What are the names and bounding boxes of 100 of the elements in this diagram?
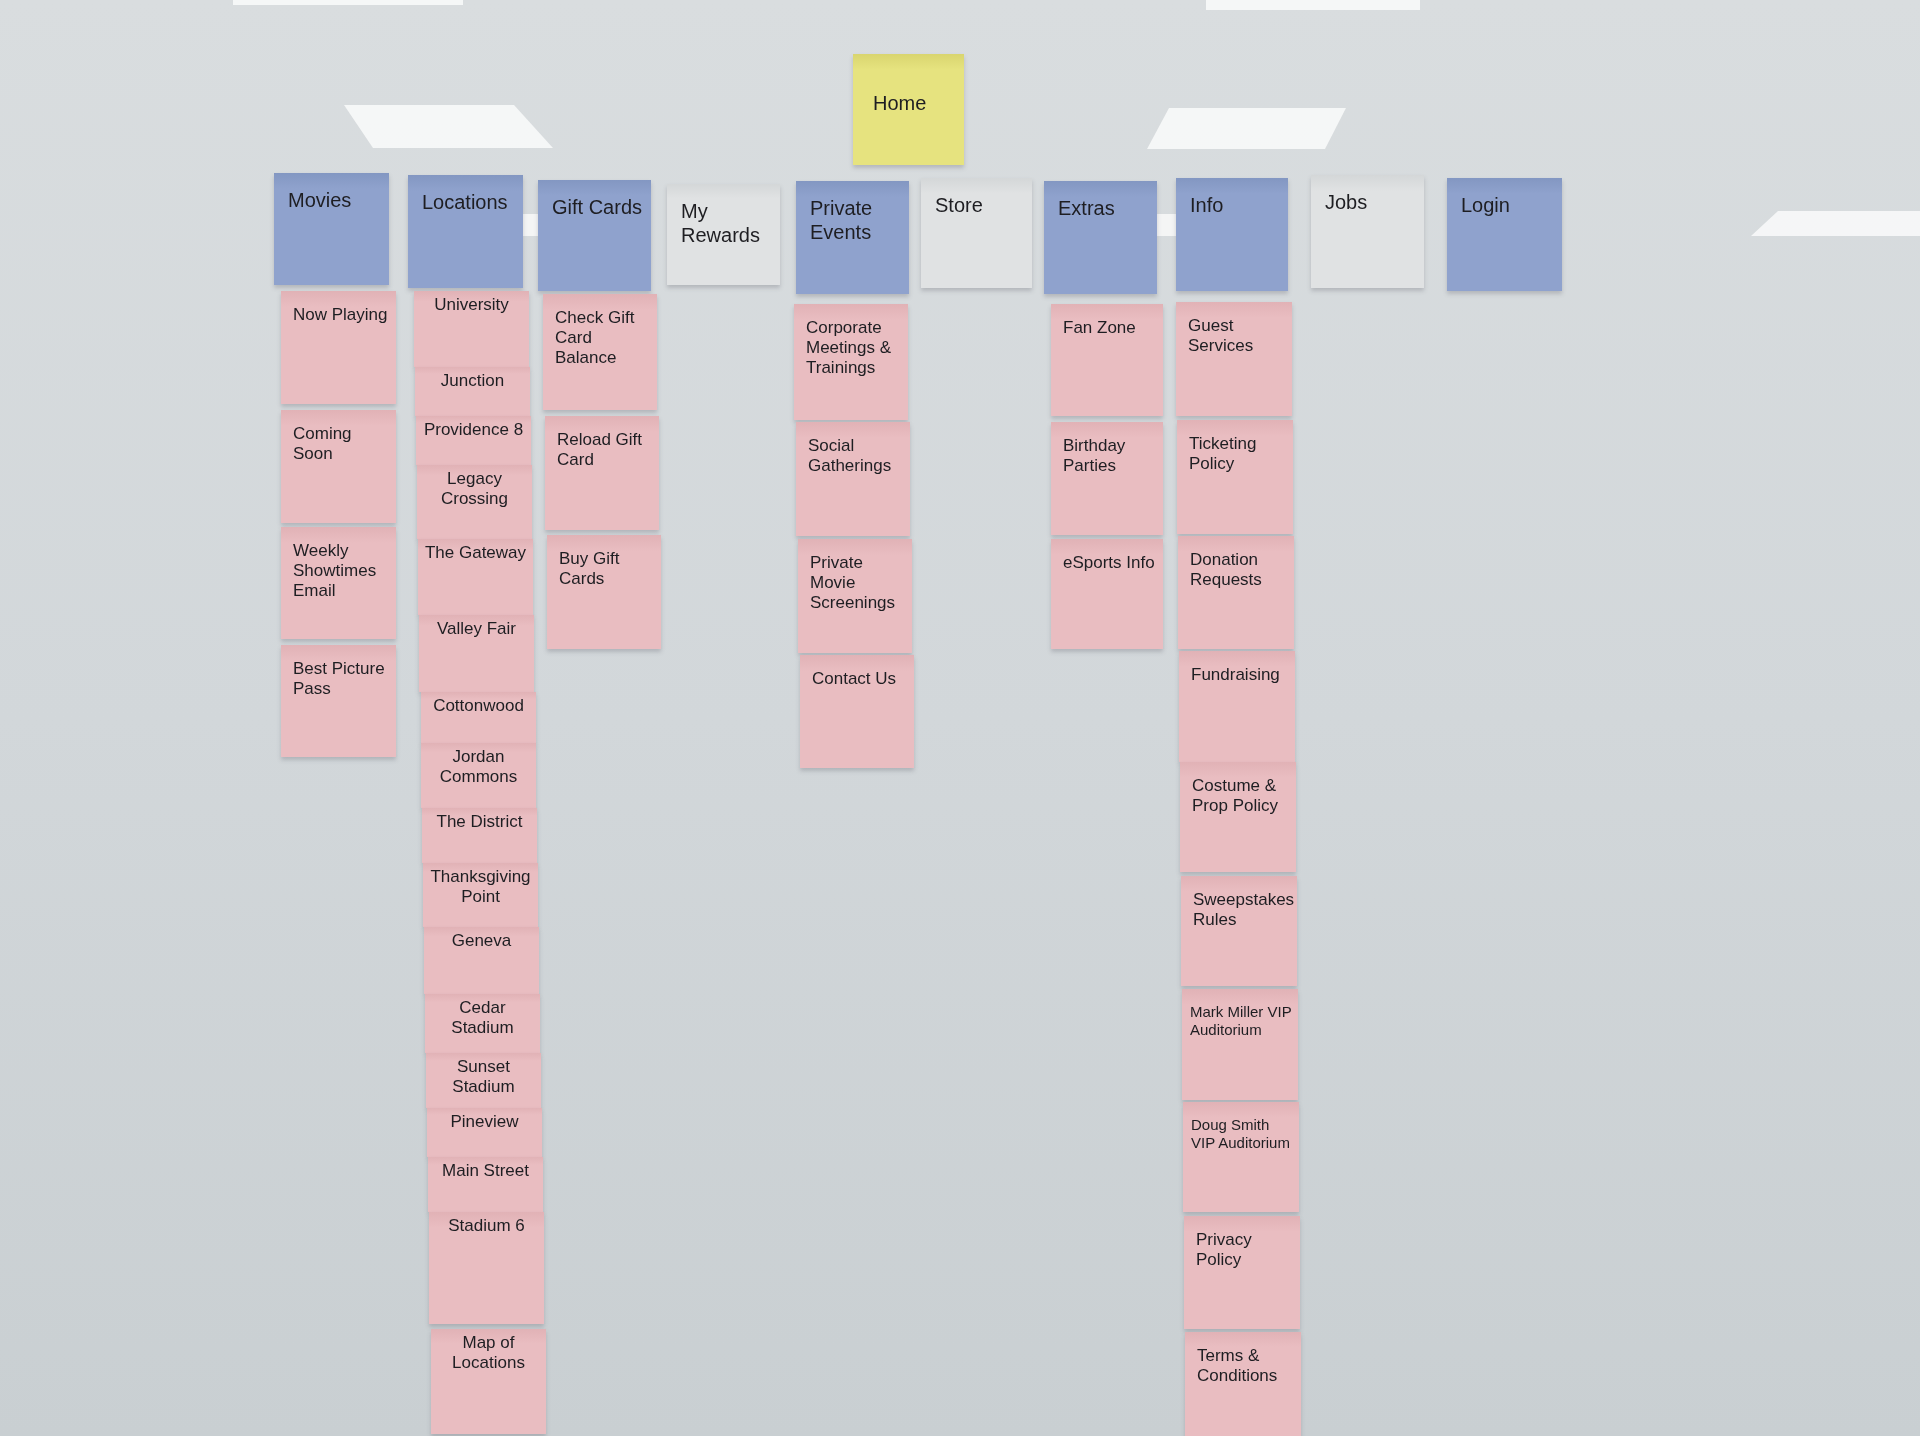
sticky-note <box>547 535 661 649</box>
note-text: The District <box>435 812 524 833</box>
sticky-note <box>423 863 538 927</box>
sticky-note <box>538 180 651 291</box>
sticky-note <box>798 539 912 653</box>
sticky-note <box>428 1157 543 1212</box>
sticky-note <box>281 291 396 404</box>
note-text: Donation Requests <box>1190 550 1263 591</box>
sticky-note <box>408 175 523 288</box>
note-text: Home <box>873 92 928 116</box>
note-text: Map of Locations <box>451 1333 526 1374</box>
note-text: Pineview <box>449 1112 520 1133</box>
note-text: Jordan Commons <box>438 747 519 788</box>
sticky-note <box>424 927 539 994</box>
note-text: Reload Gift Card <box>557 430 644 471</box>
note-text: Buy Gift Cards <box>559 549 621 590</box>
note-text: Mark Miller VIP Auditorium <box>1190 1003 1293 1039</box>
note-text: Stadium 6 <box>447 1216 526 1237</box>
sticky-note <box>1177 420 1293 534</box>
sticky-note <box>796 422 910 536</box>
note-text: My Rewards <box>681 200 761 248</box>
sticky-note <box>281 527 396 639</box>
note-text: Birthday Parties <box>1063 436 1127 477</box>
sticky-note <box>1181 876 1297 986</box>
note-text: Login <box>1461 194 1511 218</box>
note-text: Valley Fair <box>435 619 517 640</box>
sticky-note <box>1051 422 1163 535</box>
note-text: Terms & Conditions <box>1197 1346 1279 1387</box>
sticky-note <box>1178 536 1294 649</box>
note-text: Store <box>935 194 984 218</box>
sticky-note <box>543 294 657 410</box>
sticky-note <box>417 465 532 539</box>
note-text: University <box>433 295 510 316</box>
sticky-note <box>1044 181 1157 294</box>
sticky-note <box>1176 302 1292 416</box>
note-text: eSports Info <box>1063 553 1156 574</box>
note-text: Thanksgiving Point <box>429 867 532 908</box>
sticky-note <box>853 54 964 165</box>
sticky-note <box>281 645 396 757</box>
note-text: Legacy Crossing <box>439 469 510 510</box>
sticky-note <box>545 416 659 530</box>
note-text: Jobs <box>1325 191 1369 215</box>
sticky-note <box>1183 1102 1299 1212</box>
note-text: Main Street <box>441 1161 530 1182</box>
sticky-note <box>422 808 537 863</box>
note-text: Cottonwood <box>432 696 525 717</box>
note-text: Social Gatherings <box>808 436 893 477</box>
sticky-note <box>1180 762 1296 872</box>
note-text: Locations <box>422 191 509 215</box>
sticky-note <box>921 178 1032 288</box>
note-text: Private Movie Screenings <box>810 553 897 614</box>
sticky-note <box>1447 178 1562 291</box>
sticky-note <box>1185 1332 1301 1436</box>
note-text: Contact Us <box>812 669 898 690</box>
sticky-note <box>421 692 536 743</box>
note-text: Coming Soon <box>293 424 353 465</box>
note-text: Gift Cards <box>552 196 644 220</box>
sticky-note <box>1311 175 1424 288</box>
note-text: Corporate Meetings & Trainings <box>806 318 893 379</box>
note-text: Fundraising <box>1191 665 1281 686</box>
note-text: Guest Services <box>1188 316 1255 357</box>
note-text: Doug Smith VIP Auditorium <box>1191 1116 1291 1152</box>
sticky-note <box>427 1108 542 1157</box>
sticky-note <box>1176 178 1288 291</box>
note-text: Costume & Prop Policy <box>1192 776 1279 817</box>
sticky-note <box>429 1212 544 1324</box>
note-text: Fan Zone <box>1063 318 1137 339</box>
sticky-note <box>1179 651 1295 762</box>
note-text: Extras <box>1058 197 1116 221</box>
sticky-note <box>415 367 530 416</box>
note-text: Ticketing Policy <box>1189 434 1258 475</box>
sticky-note <box>794 304 908 420</box>
note-text: Junction <box>439 371 506 392</box>
note-text: Info <box>1190 194 1225 218</box>
note-text: Providence 8 <box>422 420 525 441</box>
note-text: Geneva <box>450 931 513 952</box>
note-text: Cedar Stadium <box>450 998 515 1039</box>
sticky-note <box>421 743 536 808</box>
sticky-note <box>414 291 529 367</box>
sticky-note <box>418 539 533 615</box>
sticky-note <box>667 184 780 285</box>
sticky-note <box>800 655 914 768</box>
sticky-note <box>1184 1216 1300 1329</box>
note-text: The Gateway <box>424 543 527 564</box>
sticky-note <box>1051 304 1163 416</box>
note-text: Sunset Stadium <box>451 1057 516 1098</box>
note-text: Privacy Policy <box>1196 1230 1253 1271</box>
sticky-note <box>1182 989 1298 1100</box>
note-text: Check Gift Card Balance <box>555 308 636 369</box>
sticky-note <box>281 410 396 523</box>
sticky-note <box>1051 539 1163 649</box>
sticky-note <box>426 1053 541 1108</box>
sticky-note <box>425 994 540 1053</box>
note-text: Weekly Showtimes Email <box>293 541 378 602</box>
sticky-note <box>416 416 531 465</box>
note-text: Private Events <box>810 197 874 245</box>
sticky-note <box>796 181 909 294</box>
sticky-note <box>431 1329 546 1434</box>
note-text: Movies <box>288 189 353 213</box>
sticky-note <box>274 173 389 285</box>
